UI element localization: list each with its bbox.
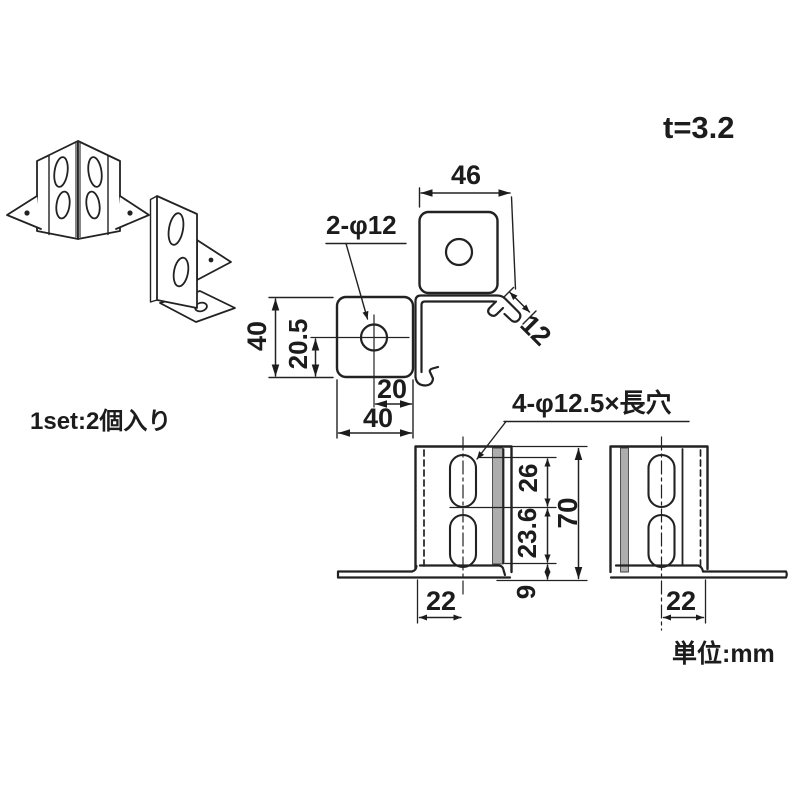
dim-bottom-margin-9: 9 xyxy=(511,584,541,600)
dim-right-width-22: 22 xyxy=(665,586,697,616)
dim-hole-from-bottom-20-5: 20.5 xyxy=(283,318,313,370)
dim-plate-height-40: 40 xyxy=(242,320,272,352)
isometric-bracket-2 xyxy=(149,195,236,323)
front-view-right xyxy=(609,436,788,631)
dim-plate-depth-40: 40 xyxy=(362,403,394,433)
isometric-bracket-pair xyxy=(6,140,236,323)
label-holes-2-phi12: 2-φ12 xyxy=(326,210,397,240)
dim-hole-from-center-20: 20 xyxy=(376,374,408,404)
front-view-left xyxy=(336,420,690,624)
unit-note: 単位:mm xyxy=(672,640,775,668)
dim-slot-pitch-23-6: 23.6 xyxy=(512,507,542,559)
top-view-drawing xyxy=(268,187,537,439)
dim-plate-width-46: 46 xyxy=(450,160,482,190)
dim-left-width-22: 22 xyxy=(425,586,457,616)
dim-slot-length-26: 26 xyxy=(513,463,543,493)
thickness-note: t=3.2 xyxy=(663,110,735,145)
label-slots-4-phi12-5: 4-φ12.5×長穴 xyxy=(512,388,672,418)
isometric-bracket-1 xyxy=(6,140,150,240)
dim-total-height-70: 70 xyxy=(552,497,583,529)
set-note: 1set:2個入り xyxy=(30,408,172,435)
